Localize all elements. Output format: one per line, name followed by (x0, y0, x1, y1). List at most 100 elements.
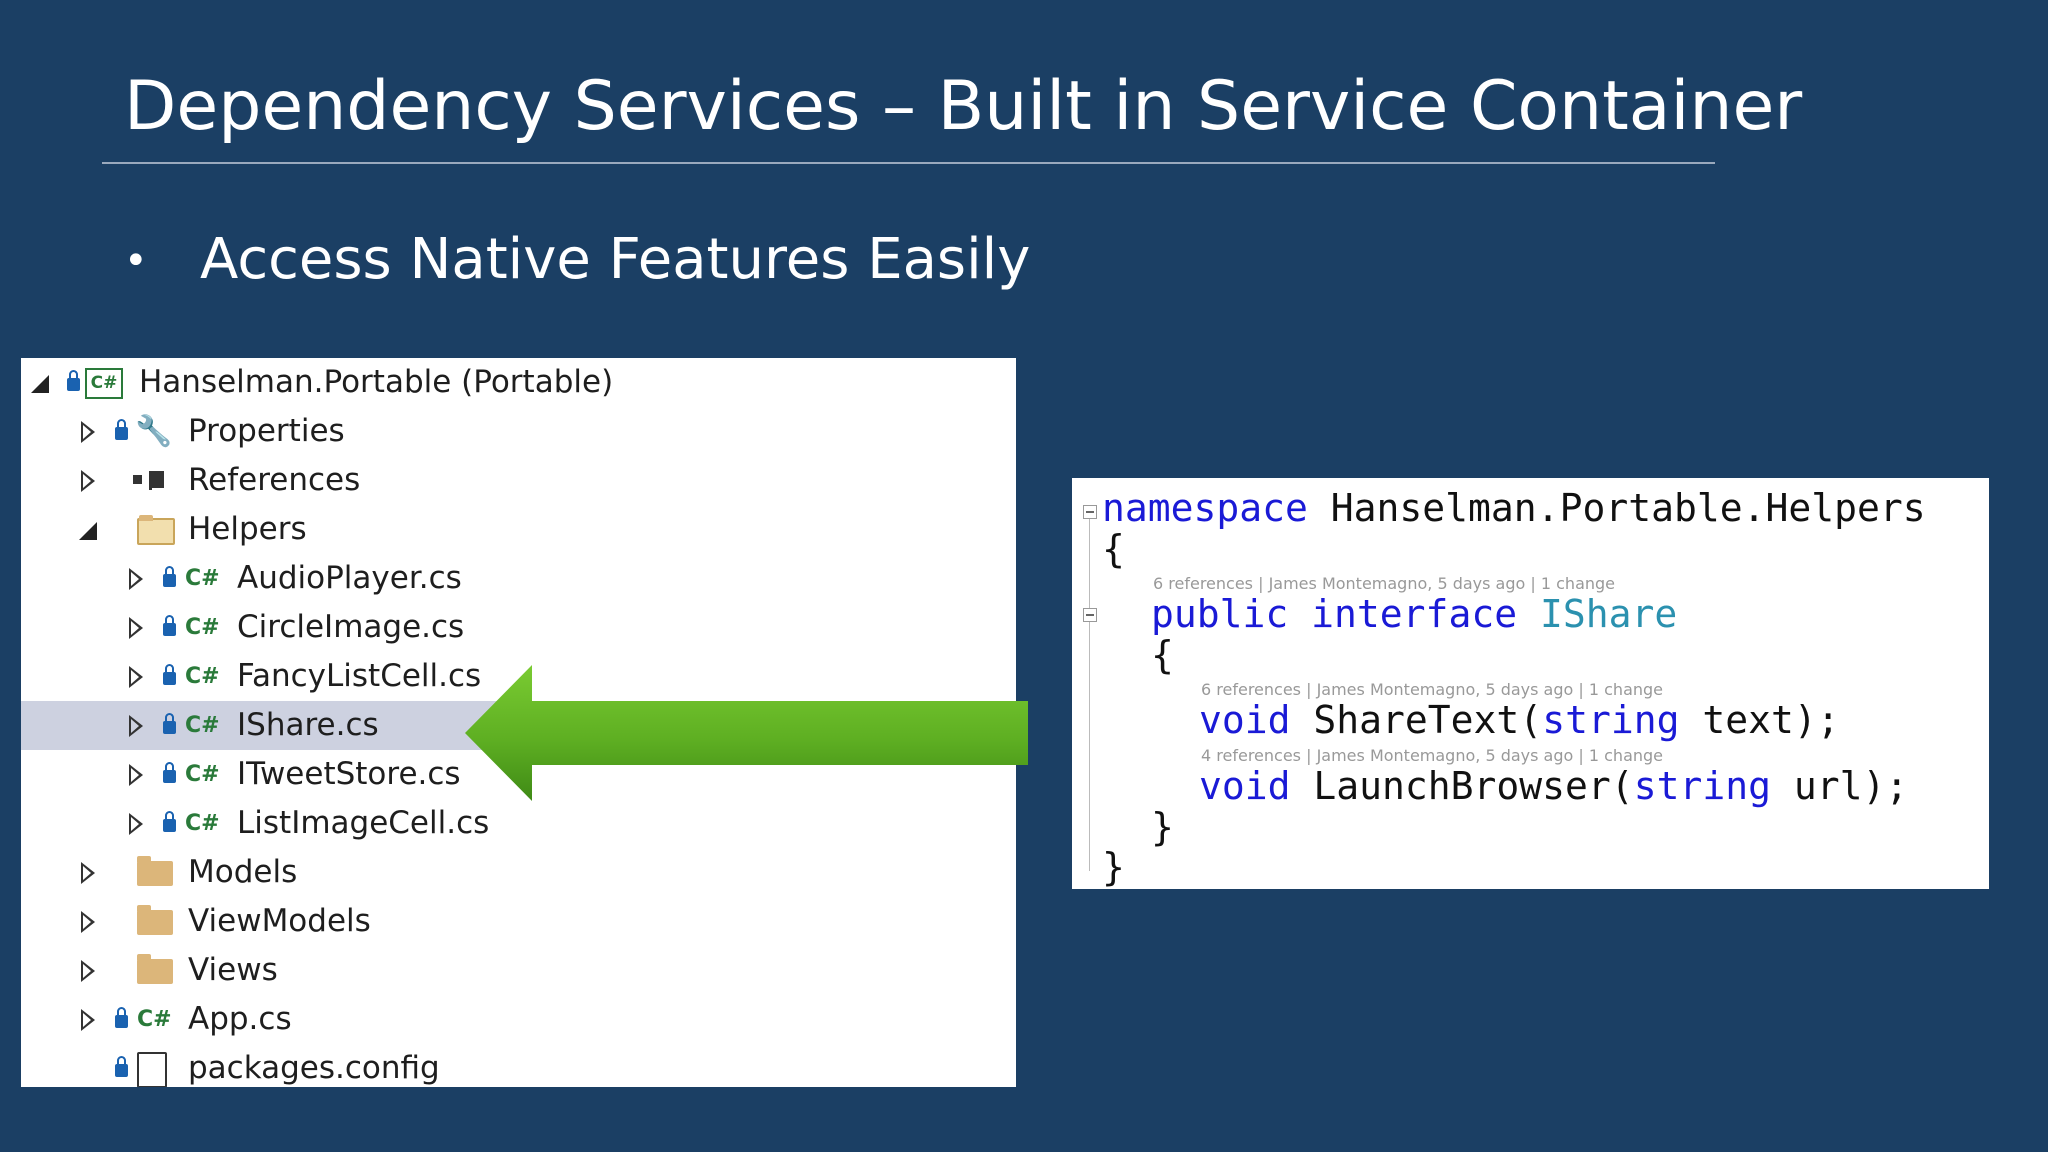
codelens-launchbrowser[interactable]: 4 references | James Montemagno, 5 days … (1201, 746, 1664, 765)
collapse-arrow-icon[interactable] (125, 799, 147, 848)
lock-icon (115, 1056, 128, 1077)
file-label: IShare.cs (237, 707, 379, 743)
folder-label: Models (188, 854, 298, 890)
tree-item-fancylistcell[interactable]: C# FancyListCell.cs (21, 652, 1016, 701)
tree-item-references[interactable]: References (21, 456, 1016, 505)
title-underline (102, 162, 1715, 164)
param-url: url); (1770, 764, 1909, 808)
lock-icon (115, 419, 128, 440)
collapse-box-icon[interactable] (1083, 608, 1097, 622)
keyword-string: string (1542, 698, 1680, 742)
code-line-interface: public interface IShare (1151, 592, 1677, 636)
config-file-icon (137, 1052, 167, 1087)
keyword-void: void (1199, 764, 1291, 808)
collapse-arrow-icon[interactable] (125, 652, 147, 701)
file-label: App.cs (188, 1001, 292, 1037)
file-label: AudioPlayer.cs (237, 560, 462, 596)
folder-icon (137, 856, 173, 886)
collapse-arrow-icon[interactable] (77, 946, 99, 995)
method-sharetext: ShareText( (1290, 698, 1543, 742)
collapse-arrow-icon[interactable] (77, 897, 99, 946)
keyword-void: void (1199, 698, 1291, 742)
slide-title: Dependency Services – Built in Service C… (124, 67, 1803, 146)
references-label: References (188, 462, 361, 498)
code-line-namespace: namespace Hanselman.Portable.Helpers (1102, 486, 1926, 530)
lock-icon (163, 762, 176, 783)
references-icon (133, 470, 173, 490)
tree-item-audioplayer[interactable]: C# AudioPlayer.cs (21, 554, 1016, 603)
file-label: FancyListCell.cs (237, 658, 482, 694)
folder-label: ViewModels (188, 903, 371, 939)
file-label: ITweetStore.cs (237, 756, 461, 792)
tree-item-properties[interactable]: 🔧 Properties (21, 407, 1016, 456)
lock-icon (163, 664, 176, 685)
code-panel: namespace Hanselman.Portable.Helpers { 6… (1072, 478, 1989, 889)
bullet-dot: • (124, 238, 148, 284)
collapse-box-icon[interactable] (1083, 505, 1097, 519)
csharp-file-icon: C# (185, 713, 220, 738)
keyword-interface: interface (1311, 592, 1518, 636)
wrench-icon: 🔧 (135, 414, 173, 449)
lock-icon (163, 811, 176, 832)
tree-item-helpers[interactable]: Helpers (21, 505, 1016, 554)
csharp-file-icon: C# (185, 762, 220, 787)
code-line-launchbrowser: void LaunchBrowser(string url); (1199, 764, 1908, 808)
tree-item-packages[interactable]: packages.config (21, 1044, 1016, 1087)
collapse-arrow-icon[interactable] (77, 407, 99, 456)
lock-icon (163, 615, 176, 636)
tree-item-circleimage[interactable]: C# CircleImage.cs (21, 603, 1016, 652)
collapse-arrow-icon[interactable] (77, 456, 99, 505)
keyword-namespace: namespace (1102, 486, 1308, 530)
expand-arrow-icon[interactable] (77, 505, 99, 554)
csharp-file-icon: C# (137, 1007, 172, 1032)
collapse-arrow-icon[interactable] (77, 995, 99, 1044)
code-brace-close: } (1102, 845, 1125, 889)
tree-item-project[interactable]: C# Hanselman.Portable (Portable) (21, 358, 1016, 407)
collapse-arrow-icon[interactable] (77, 848, 99, 897)
codelens-interface[interactable]: 6 references | James Montemagno, 5 days … (1153, 574, 1616, 593)
tree-item-models[interactable]: Models (21, 848, 1016, 897)
codelens-sharetext[interactable]: 6 references | James Montemagno, 5 days … (1201, 680, 1664, 699)
code-brace-open-inner: { (1151, 633, 1174, 677)
keyword-public: public (1151, 592, 1289, 636)
namespace-name: Hanselman.Portable.Helpers (1307, 486, 1926, 530)
file-label: ListImageCell.cs (237, 805, 490, 841)
code-line-sharetext: void ShareText(string text); (1199, 698, 1840, 742)
csharp-file-icon: C# (185, 566, 220, 591)
folder-label: Views (188, 952, 278, 988)
collapse-arrow-icon[interactable] (125, 750, 147, 799)
collapse-arrow-icon[interactable] (125, 603, 147, 652)
lock-icon (163, 566, 176, 587)
keyword-string: string (1633, 764, 1771, 808)
collapse-arrow-icon[interactable] (125, 701, 147, 750)
code-brace-close-inner: } (1151, 805, 1174, 849)
tree-item-listimagecell[interactable]: C# ListImageCell.cs (21, 799, 1016, 848)
helpers-label: Helpers (188, 511, 307, 547)
code-brace-open: { (1102, 527, 1125, 571)
file-label: CircleImage.cs (237, 609, 465, 645)
file-label: packages.config (188, 1050, 440, 1086)
param-text: text); (1679, 698, 1840, 742)
project-label: Hanselman.Portable (Portable) (139, 364, 614, 400)
collapse-arrow-icon[interactable] (125, 554, 147, 603)
properties-label: Properties (188, 413, 345, 449)
csharp-file-icon: C# (185, 664, 220, 689)
tree-item-viewmodels[interactable]: ViewModels (21, 897, 1016, 946)
method-launchbrowser: LaunchBrowser( (1290, 764, 1634, 808)
csharp-file-icon: C# (185, 811, 220, 836)
outline-guide (1089, 519, 1090, 871)
bullet-text: Access Native Features Easily (200, 227, 1031, 292)
tree-item-itweetstore[interactable]: C# ITweetStore.cs (21, 750, 1016, 799)
interface-name: IShare (1539, 592, 1678, 636)
tree-item-views[interactable]: Views (21, 946, 1016, 995)
folder-icon (137, 954, 173, 984)
lock-icon (115, 1007, 128, 1028)
csharp-project-icon: C# (85, 368, 123, 399)
expand-arrow-icon[interactable] (29, 358, 51, 407)
tree-item-app[interactable]: C# App.cs (21, 995, 1016, 1044)
lock-icon (163, 713, 176, 734)
open-folder-icon (137, 515, 175, 545)
green-arrow-icon (465, 665, 1028, 801)
folder-icon (137, 905, 173, 935)
lock-icon (67, 370, 80, 391)
